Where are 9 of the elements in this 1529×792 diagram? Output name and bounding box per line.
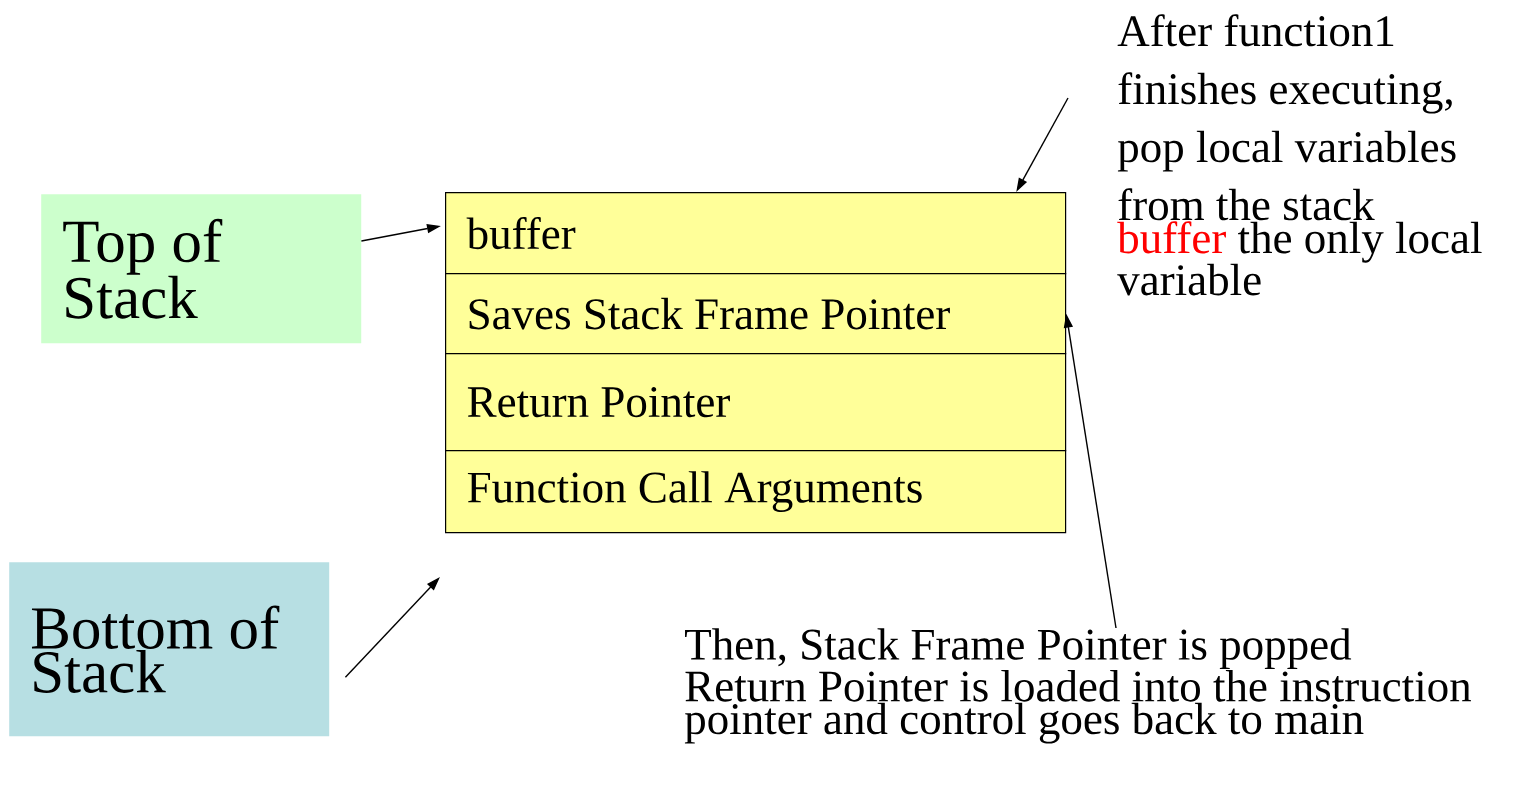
stack-frame-row: Return Pointer bbox=[445, 353, 1067, 452]
stack-label-box: Top of Stack bbox=[41, 194, 362, 344]
stack-frame-row: buffer bbox=[445, 192, 1067, 275]
stack-label-box: Bottom of Stack bbox=[9, 562, 330, 737]
annotation-text: After function1 finishes executing, pop local variables from the stack buffer the only local variable bbox=[1117, 14, 1482, 296]
stack-frame-row: Saves Stack Frame Pointer bbox=[445, 273, 1067, 355]
arrow bbox=[344, 577, 440, 678]
annotation-text: Then, Stack Frame Pointer is popped Return Pointer is loaded into the instruction pointer and control goes back to main bbox=[684, 628, 1471, 744]
stack-frame-row: Function Call Arguments bbox=[445, 450, 1067, 534]
